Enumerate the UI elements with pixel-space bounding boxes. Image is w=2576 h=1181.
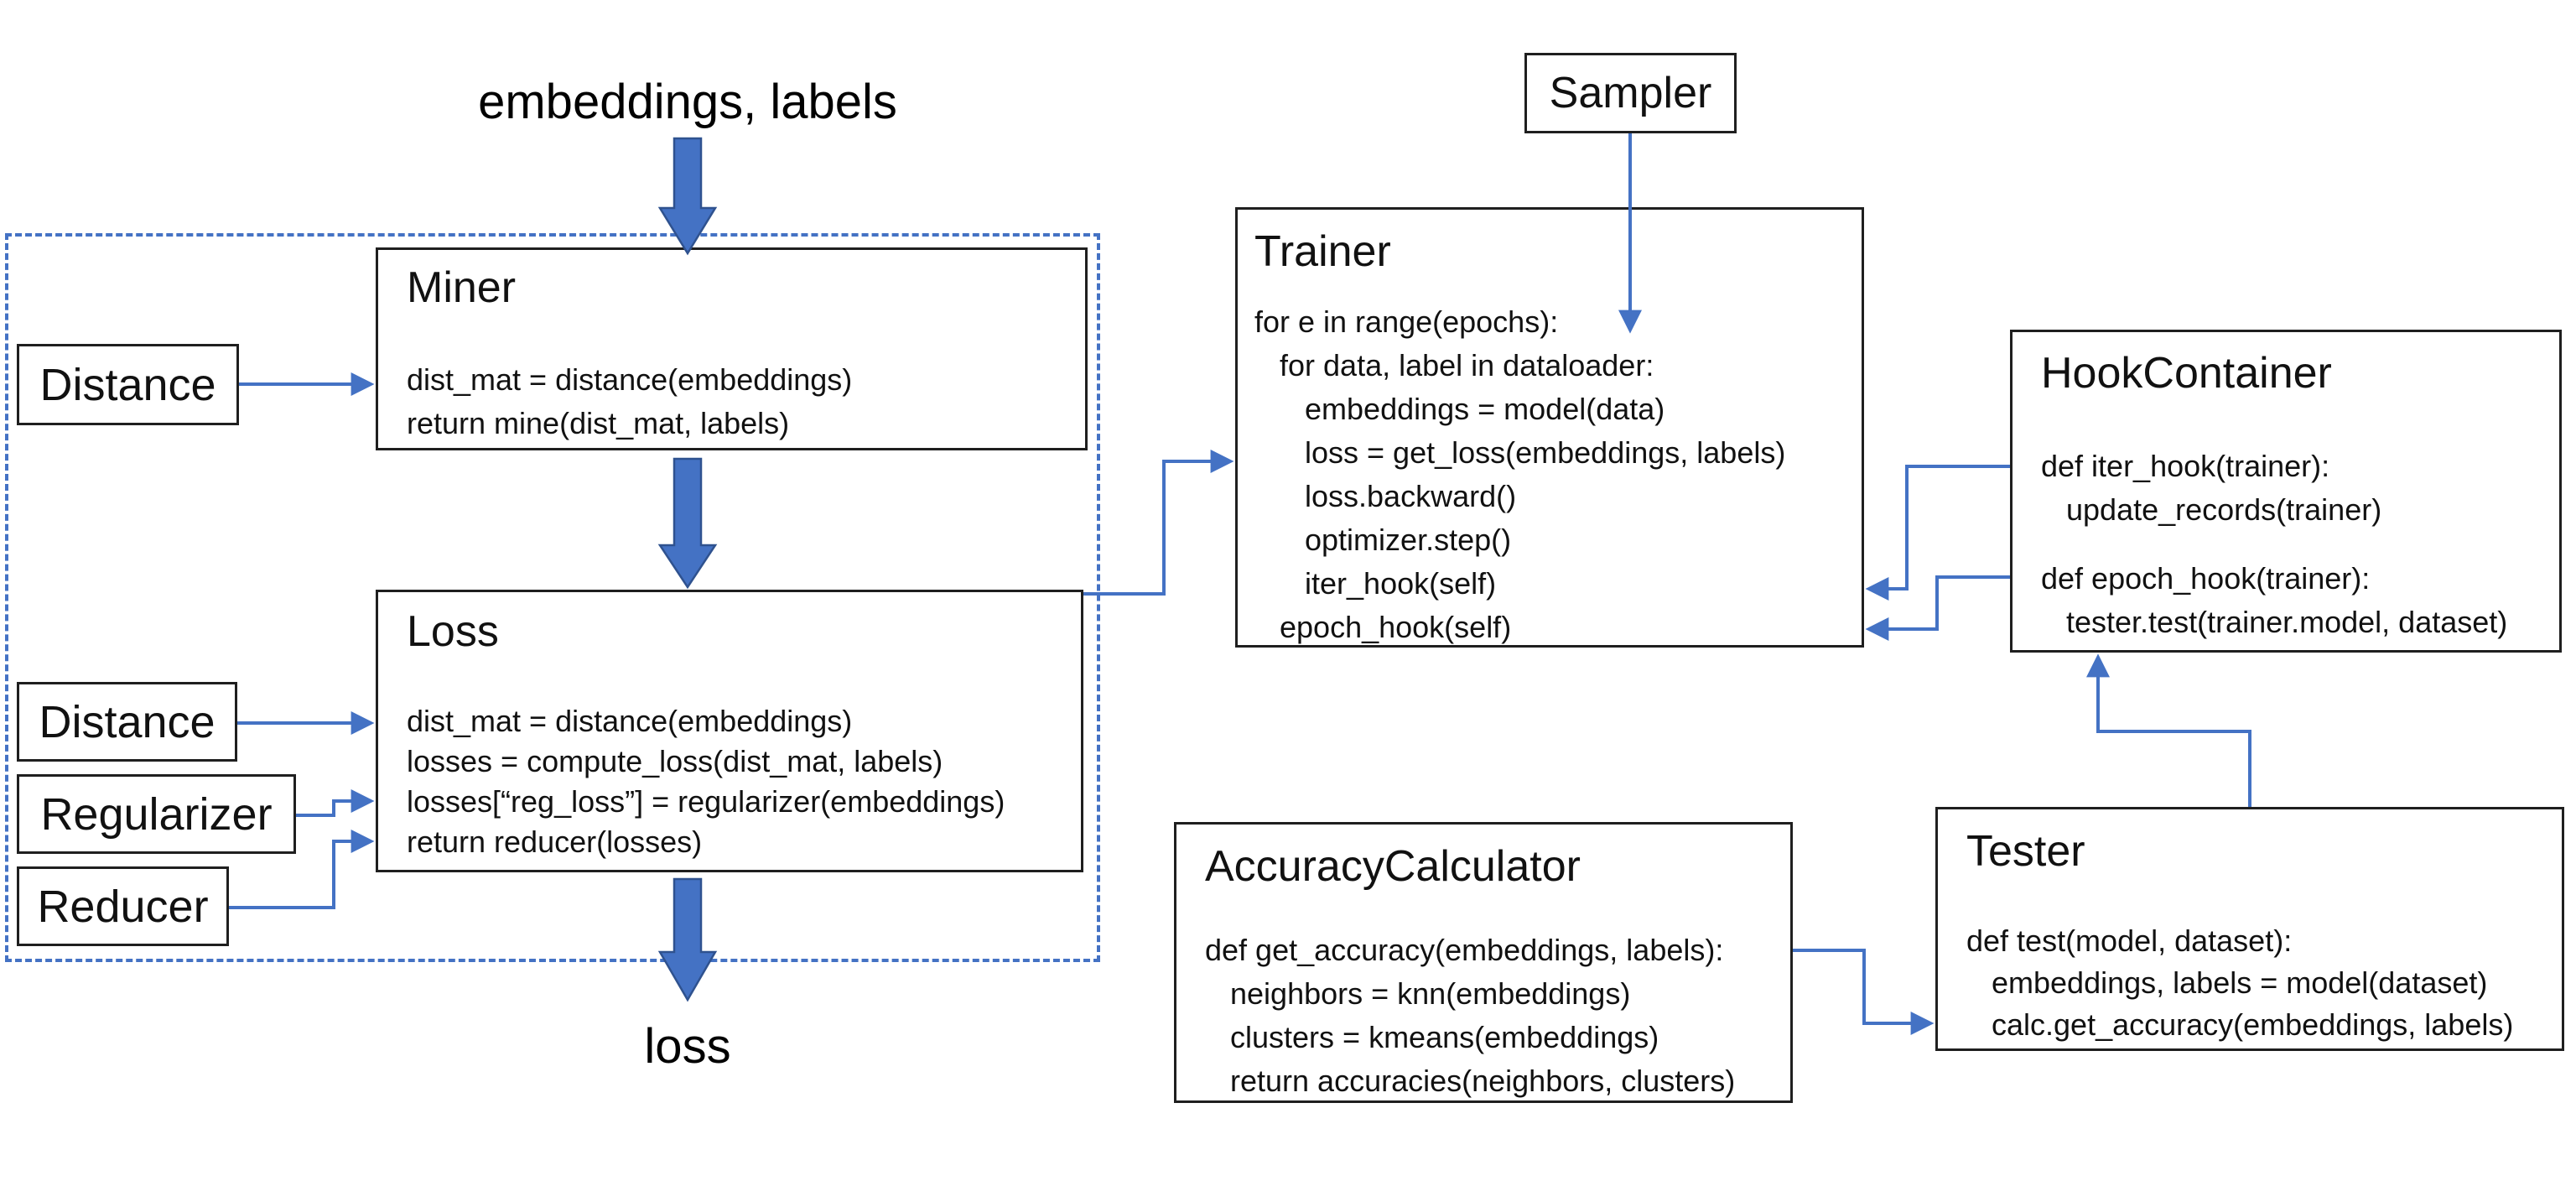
code-line: dist_mat = distance(embeddings) — [407, 362, 853, 397]
input-flow-label: embeddings, labels — [478, 75, 897, 129]
code-line: return accuracies(neighbors, clusters) — [1205, 1064, 1736, 1098]
sampler-box: Sampler — [1524, 53, 1737, 133]
code-line: losses = compute_loss(dist_mat, labels) — [407, 744, 943, 778]
accuracy-calculator-title: AccuracyCalculator — [1205, 842, 1581, 891]
reducer-box-label: Reducer — [37, 881, 209, 932]
code-line: def iter_hook(trainer): — [2041, 449, 2330, 483]
connector-tester-to-hookcontainer — [2086, 653, 2251, 807]
tester-box: Tester def test(model, dataset): embeddi… — [1935, 807, 2564, 1051]
miner-code: dist_mat = distance(embeddings) return mi… — [407, 358, 852, 445]
miner-box: Miner dist_mat = distance(embeddings) ret… — [376, 247, 1088, 450]
tester-title: Tester — [1966, 827, 2085, 876]
output-flow-label: loss — [644, 1019, 731, 1074]
code-line: update_records(trainer) — [2041, 492, 2382, 527]
trainer-title: Trainer — [1254, 227, 1391, 276]
distance-box-2-label: Distance — [39, 696, 216, 747]
miner-title: Miner — [407, 263, 517, 312]
regularizer-box: Regularizer — [17, 774, 296, 854]
connector-hookcontainer-iterhook-to-trainer — [1865, 465, 2010, 601]
trainer-code: for e in range(epochs): for data, label … — [1254, 300, 1785, 649]
hook-container-code: def iter_hook(trainer): update_records(t… — [2041, 445, 2507, 644]
regularizer-box-label: Regularizer — [40, 788, 273, 840]
distance-box-2: Distance — [17, 682, 237, 762]
distance-box-1: Distance — [17, 344, 239, 425]
code-line: embeddings = model(data) — [1254, 392, 1665, 426]
distance-box-1-label: Distance — [39, 359, 216, 410]
code-line: def epoch_hook(trainer): — [2041, 561, 2371, 596]
tester-code: def test(model, dataset): embeddings, la… — [1966, 920, 2513, 1046]
trainer-box: Trainer for e in range(epochs): for data… — [1235, 207, 1864, 648]
loss-title: Loss — [407, 607, 499, 656]
code-line: for data, label in dataloader: — [1254, 348, 1654, 382]
code-line: embeddings, labels = model(dataset) — [1966, 965, 2488, 1000]
code-line: def test(model, dataset): — [1966, 923, 2293, 958]
code-line: def get_accuracy(embeddings, labels): — [1205, 933, 1724, 967]
code-line: dist_mat = distance(embeddings) — [407, 704, 853, 738]
accuracy-calculator-code: def get_accuracy(embeddings, labels): ne… — [1205, 929, 1735, 1103]
code-line: clusters = kmeans(embeddings) — [1205, 1020, 1659, 1054]
accuracy-calculator-box: AccuracyCalculator def get_accuracy(embe… — [1174, 822, 1793, 1103]
code-line: loss = get_loss(embeddings, labels) — [1254, 435, 1786, 470]
code-line: optimizer.step() — [1254, 523, 1512, 557]
code-line: neighbors = knn(embeddings) — [1205, 976, 1631, 1011]
code-line: loss.backward() — [1254, 479, 1517, 513]
code-line: return reducer(losses) — [407, 825, 703, 859]
code-line: iter_hook(self) — [1254, 566, 1497, 601]
sampler-box-label: Sampler — [1549, 69, 1712, 117]
code-line: losses[“reg_loss”] = regularizer(embeddi… — [407, 784, 1005, 819]
code-line — [2041, 532, 2507, 557]
hook-container-title: HookContainer — [2041, 349, 2332, 398]
connector-accuracycalculator-to-tester — [1793, 949, 1935, 1035]
code-line: calc.get_accuracy(embeddings, labels) — [1966, 1007, 2514, 1042]
code-line: for e in range(epochs): — [1254, 304, 1559, 339]
loss-code: dist_mat = distance(embeddings) losses = … — [407, 701, 1005, 862]
code-line: epoch_hook(self) — [1254, 610, 1512, 644]
loss-box: Loss dist_mat = distance(embeddings) loss… — [376, 590, 1083, 872]
reducer-box: Reducer — [17, 866, 229, 946]
code-line: return mine(dist_mat, labels) — [407, 406, 790, 440]
hook-container-box: HookContainer def iter_hook(trainer): up… — [2010, 330, 2562, 653]
connector-hookcontainer-epochhook-to-trainer — [1865, 575, 2010, 641]
loss-computation-dashed-container — [5, 233, 1100, 962]
code-line: tester.test(trainer.model, dataset) — [2041, 605, 2508, 639]
connector-loss-to-trainer — [1083, 450, 1234, 596]
